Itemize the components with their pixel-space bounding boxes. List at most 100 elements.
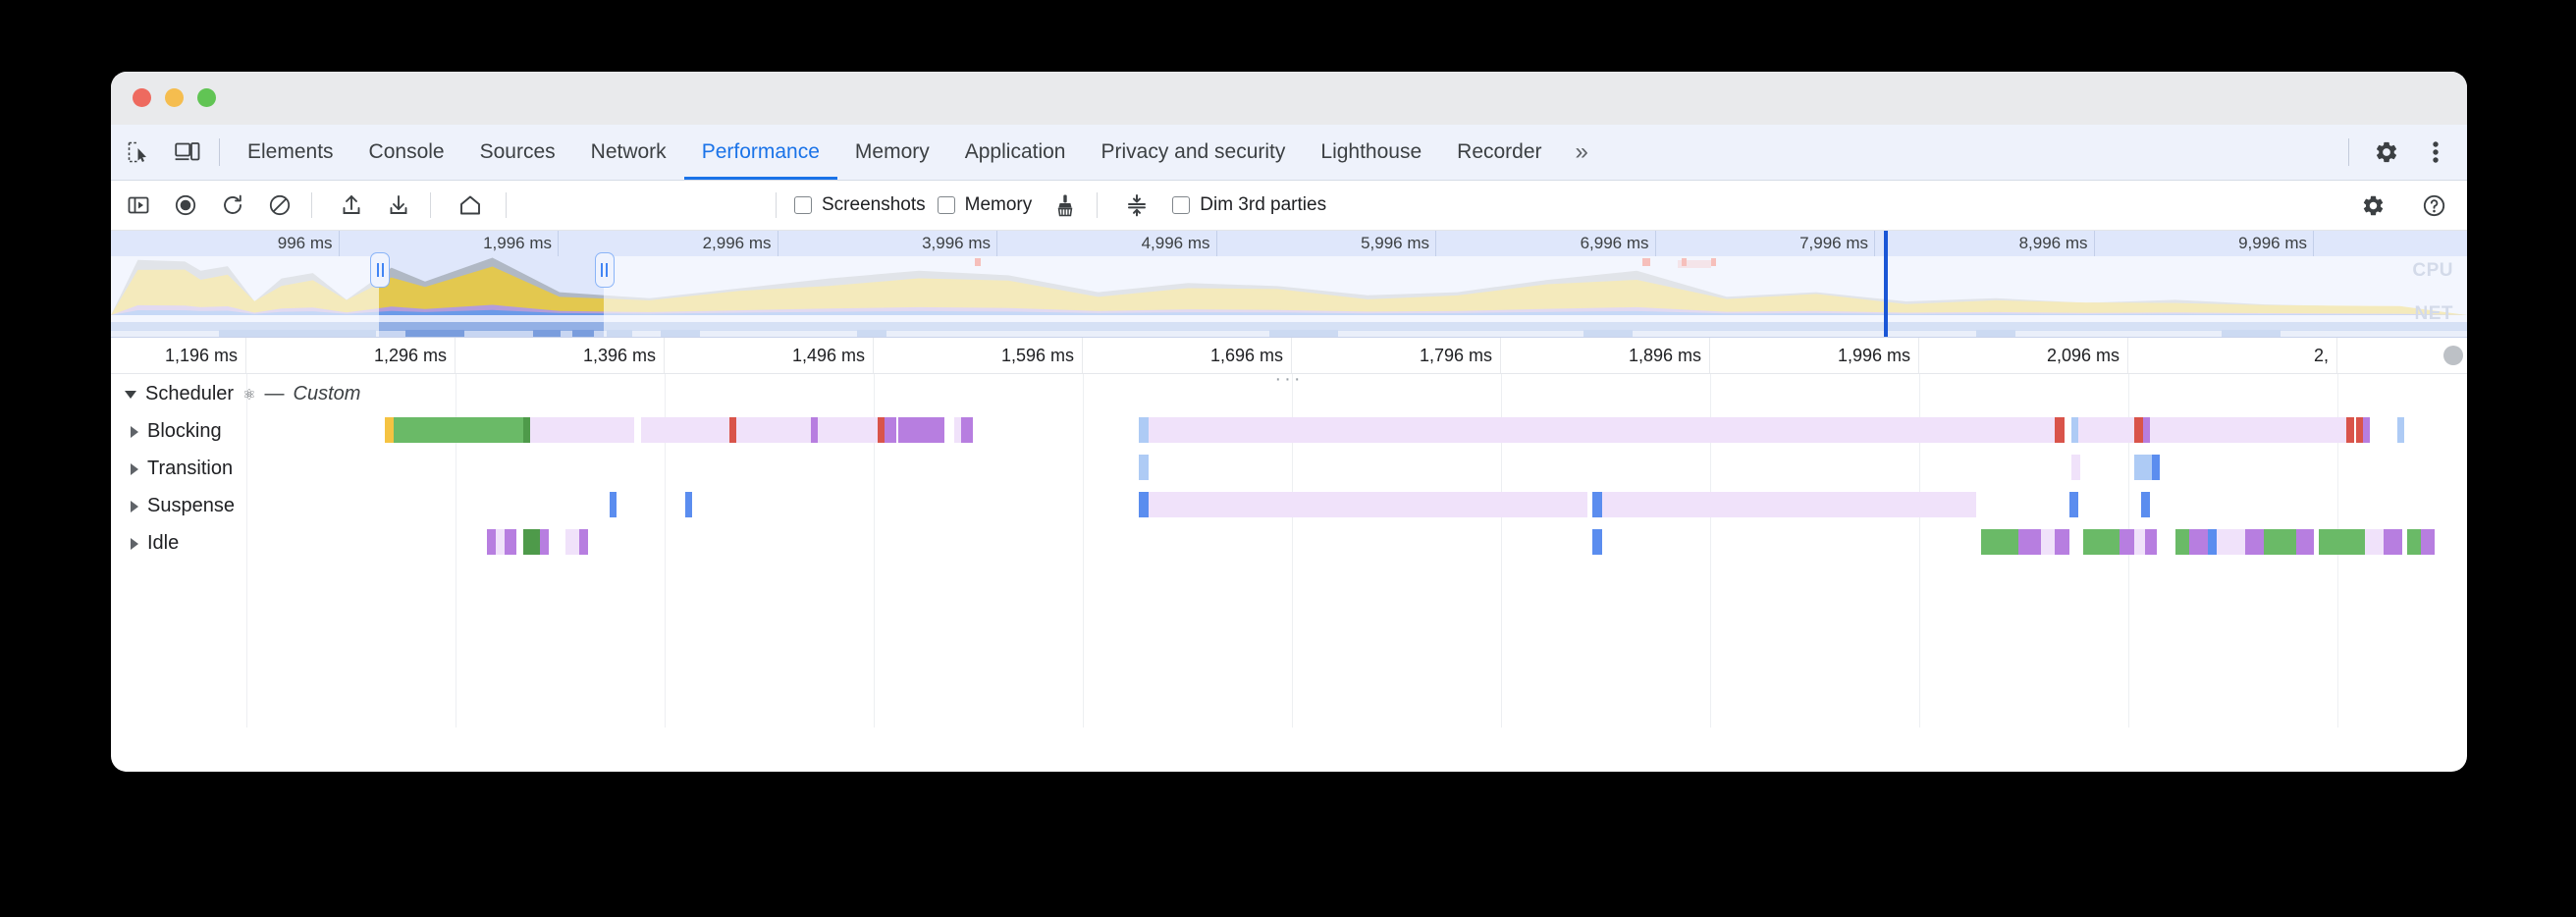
clear-icon[interactable] [260,187,299,224]
transition-row-header[interactable]: Transition [131,458,233,480]
flame-event[interactable] [884,417,896,443]
memory-checkbox[interactable]: Memory [937,194,1032,216]
vertical-scrollbar-thumb[interactable] [2443,346,2463,365]
flame-event[interactable] [2120,529,2134,555]
resize-grip-dots[interactable]: ··· [1274,368,1304,390]
scheduler-group-header[interactable]: Scheduler ⚛ — Custom [125,383,360,405]
memory-checkbox-box[interactable] [937,196,955,214]
dim-3rd-parties-checkbox-box[interactable] [1172,196,1191,214]
flame-event[interactable] [1139,455,1149,480]
flame-chart[interactable]: Scheduler ⚛ — Custom Blocking Transition [111,374,2467,728]
screenshots-checkbox-box[interactable] [794,196,812,214]
track-group-scheduler[interactable]: Scheduler ⚛ — Custom [111,374,2467,411]
track-row-transition[interactable]: Transition [111,449,2467,486]
flame-event[interactable] [609,492,617,517]
flame-event[interactable] [2055,417,2065,443]
flame-event[interactable] [685,492,693,517]
flame-event[interactable] [530,417,635,443]
more-tabs-chevron-icon[interactable]: » [1575,138,1588,165]
tab-privacy-and-security[interactable]: Privacy and security [1100,140,1286,163]
flame-event[interactable] [877,417,885,443]
record-icon[interactable] [166,187,205,224]
overview-window-handle-left[interactable] [370,252,391,288]
chevron-right-icon[interactable] [131,537,138,550]
collapse-tracks-icon[interactable] [1117,187,1156,224]
close-window-button[interactable] [133,88,151,107]
flame-event[interactable] [2208,529,2218,555]
home-icon[interactable] [451,187,490,224]
flame-event[interactable] [2420,529,2435,555]
flame-event[interactable] [953,417,961,443]
flame-event[interactable] [1139,417,1149,443]
chevron-down-icon[interactable] [125,390,136,399]
track-row-idle[interactable]: Idle [111,523,2467,561]
three-dot-menu-icon[interactable] [2414,133,2457,172]
flame-event[interactable] [2346,417,2354,443]
help-question-icon[interactable] [2414,187,2453,224]
suspense-row-header[interactable]: Suspense [131,495,235,517]
flame-event[interactable] [523,529,540,555]
flame-event[interactable] [2365,529,2385,555]
flame-event[interactable] [564,529,579,555]
flame-event[interactable] [2017,529,2042,555]
idle-events[interactable] [111,523,2467,561]
tab-network[interactable]: Network [590,140,667,163]
tab-sources[interactable]: Sources [479,140,556,163]
flame-event[interactable] [384,417,395,443]
flame-event[interactable] [729,417,737,443]
overview-window-handle-right[interactable] [594,252,615,288]
flame-event[interactable] [736,417,811,443]
flame-event[interactable] [2152,455,2160,480]
flame-event[interactable] [2175,529,2190,555]
track-row-blocking[interactable]: Blocking [111,411,2467,449]
chevron-right-icon[interactable] [131,462,138,475]
tab-memory[interactable]: Memory [854,140,930,163]
flame-event[interactable] [2041,529,2056,555]
flame-event[interactable] [2055,529,2069,555]
minimize-window-button[interactable] [165,88,184,107]
flame-event[interactable] [1592,492,1602,517]
flame-event[interactable] [898,417,945,443]
flame-event[interactable] [1148,492,1588,517]
screenshots-checkbox[interactable]: Screenshots [794,194,926,216]
flame-event[interactable] [496,529,506,555]
flame-event[interactable] [2070,417,2079,443]
flame-event[interactable] [2189,529,2209,555]
flame-event[interactable] [2244,529,2264,555]
flame-event[interactable] [810,417,818,443]
flame-event[interactable] [960,417,973,443]
device-toolbar-icon[interactable] [166,133,209,172]
flame-event[interactable] [2082,529,2120,555]
flame-event[interactable] [2150,417,2347,443]
dim-3rd-parties-checkbox[interactable]: Dim 3rd parties [1172,194,1326,216]
flame-event[interactable] [2263,529,2296,555]
idle-row-header[interactable]: Idle [131,532,179,555]
flame-event[interactable] [2145,529,2158,555]
download-icon[interactable] [379,187,418,224]
flame-event[interactable] [2133,455,2153,480]
chevron-right-icon[interactable] [131,500,138,512]
gear-icon[interactable] [2365,133,2408,172]
tab-performance[interactable]: Performance [684,125,837,180]
flame-event[interactable] [2133,417,2144,443]
flame-event[interactable] [486,529,496,555]
chevron-right-icon[interactable] [131,425,138,438]
flame-event[interactable] [2217,529,2245,555]
flame-event[interactable] [539,529,550,555]
flame-event[interactable] [1148,417,2056,443]
blocking-events[interactable] [111,411,2467,449]
suspense-events[interactable] [111,486,2467,523]
flame-event[interactable] [641,417,730,443]
flame-event[interactable] [2397,417,2405,443]
flame-event[interactable] [2078,417,2134,443]
maximize-window-button[interactable] [197,88,216,107]
flame-event[interactable] [2140,492,2151,517]
reload-and-record-icon[interactable] [213,187,252,224]
toggle-sidebar-icon[interactable] [119,187,158,224]
blocking-row-header[interactable]: Blocking [131,420,222,443]
flame-event[interactable] [2355,417,2363,443]
upload-icon[interactable] [332,187,371,224]
flame-event[interactable] [1981,529,2018,555]
flame-event[interactable] [2143,417,2151,443]
flame-event[interactable] [2319,529,2366,555]
